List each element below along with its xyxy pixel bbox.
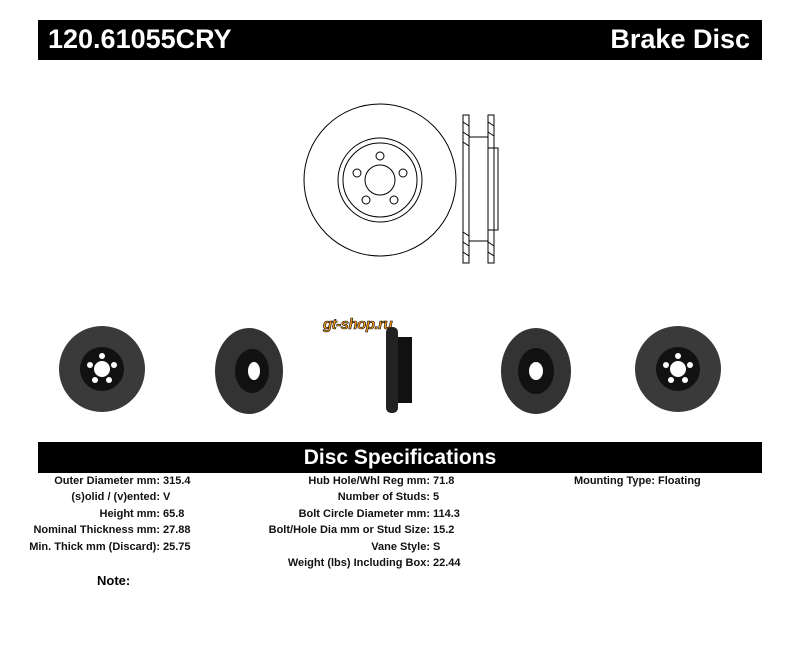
spec-value: 22.44 xyxy=(433,557,461,569)
disc-photo-4 xyxy=(501,328,571,414)
spec-value: 25.75 xyxy=(163,540,191,553)
spec-label: Min. Thick mm (Discard): xyxy=(29,540,160,553)
disc-photo-5 xyxy=(635,326,721,412)
header-bar: 120.61055CRY Brake Disc xyxy=(38,20,762,60)
spec-label: Height mm: xyxy=(99,507,161,520)
spec-value: 65.8 xyxy=(163,507,185,520)
spec-value: V xyxy=(163,491,171,504)
spec-value: S xyxy=(433,540,441,553)
spec-label: Hub Hole/Whl Reg mm: xyxy=(308,475,430,487)
spec-label: Outer Diameter mm: xyxy=(54,475,160,487)
disc-side-drawing xyxy=(462,114,499,264)
specs-title: Disc Specifications xyxy=(303,446,497,469)
product-type: Brake Disc xyxy=(610,24,750,54)
spec-label: Nominal Thickness mm: xyxy=(33,524,160,537)
spec-label: Mounting Type: xyxy=(573,475,655,487)
disc-front-drawing xyxy=(303,103,457,257)
shop-logo: gt-shop.ru xyxy=(323,316,393,334)
note-label: Note: xyxy=(97,573,131,588)
spec-label: Bolt/Hole Dia mm or Stud Size: xyxy=(268,524,430,537)
spec-value: Floating xyxy=(658,475,701,487)
spec-label: Vane Style: xyxy=(371,540,430,553)
spec-value: 5 xyxy=(433,491,440,504)
specs-title-bar: Disc Specifications xyxy=(38,442,762,473)
part-number: 120.61055CRY xyxy=(48,24,232,54)
spec-label: Bolt Circle Diameter mm: xyxy=(298,507,430,520)
disc-photo-2 xyxy=(215,328,283,414)
spec-value: 71.8 xyxy=(433,475,455,487)
disc-photo-1 xyxy=(59,326,145,412)
spec-label: Weight (lbs) Including Box: xyxy=(287,557,430,569)
spec-value: 315.4 xyxy=(163,475,191,487)
spec-value: 114.3 xyxy=(433,507,460,520)
spec-label: (s)olid / (v)ented: xyxy=(71,491,160,504)
spec-value: 27.88 xyxy=(163,524,191,537)
spec-value: 15.2 xyxy=(433,524,455,537)
disc-photo-3 xyxy=(386,327,412,413)
spec-label: Number of Studs: xyxy=(337,491,430,504)
